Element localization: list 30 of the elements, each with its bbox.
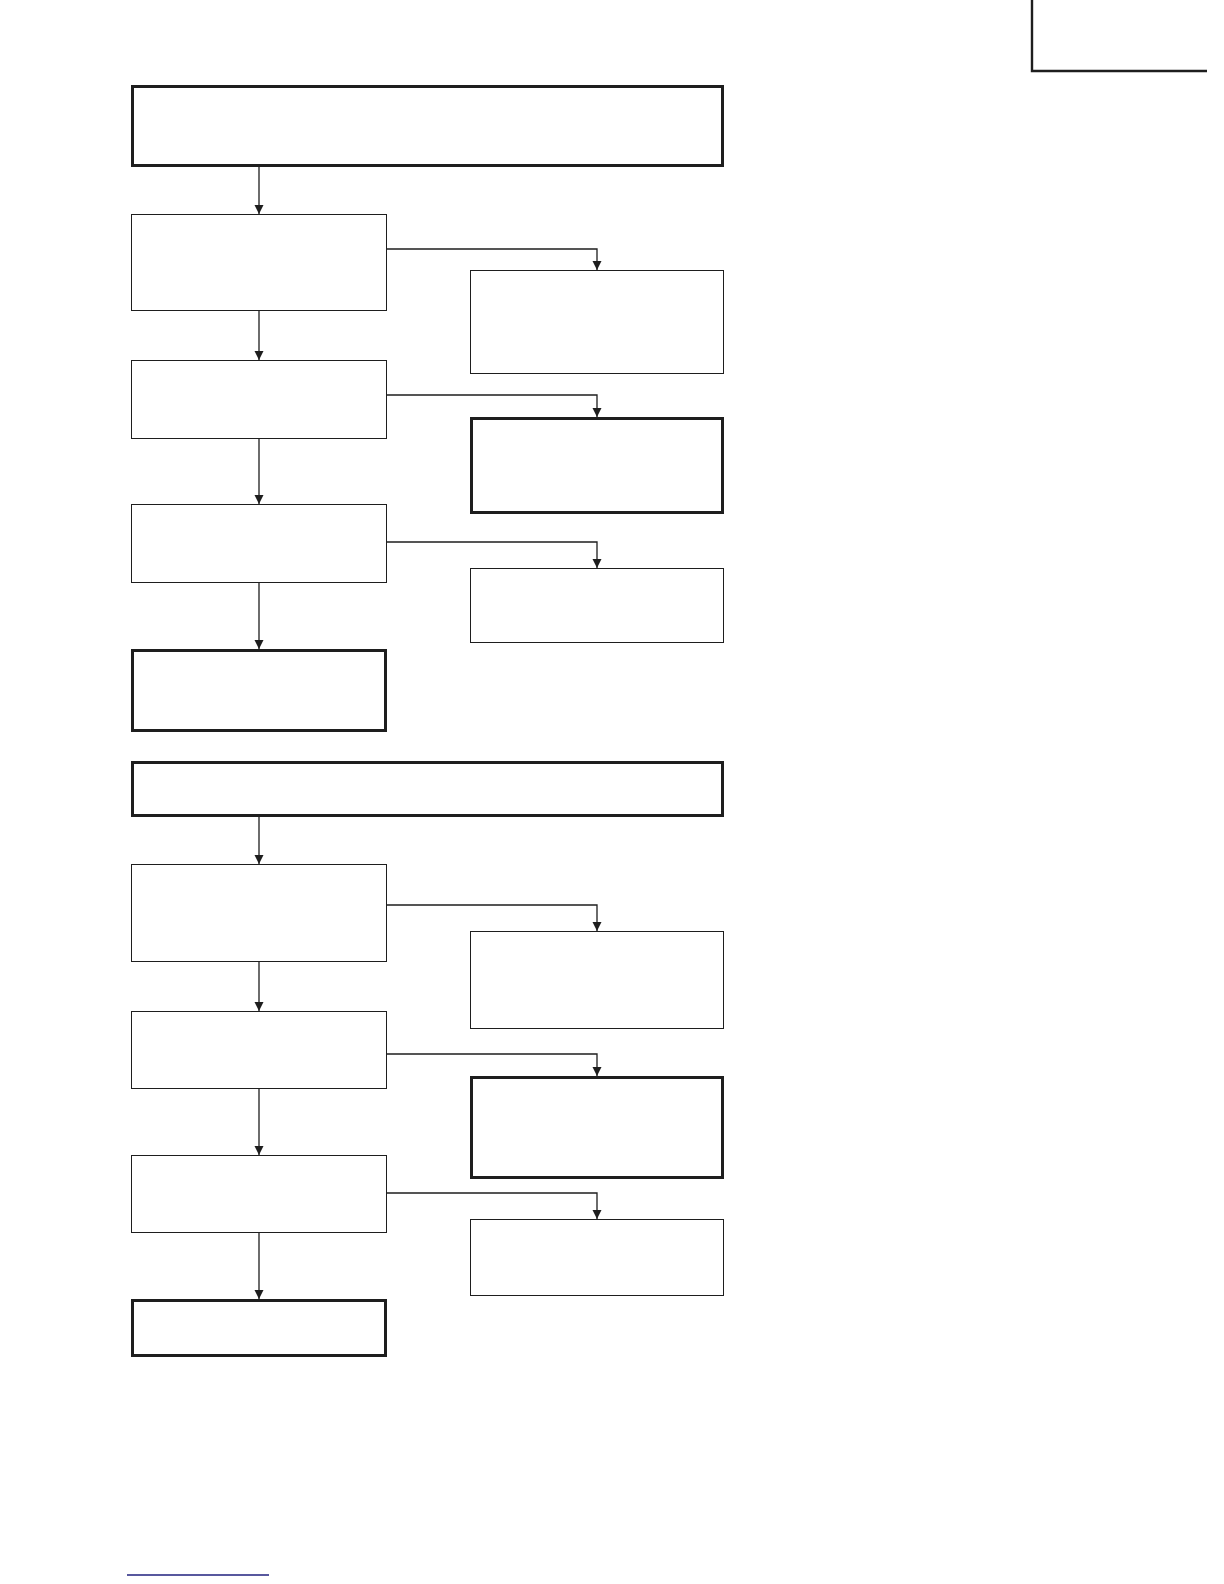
arrow bbox=[254, 1088, 264, 1156]
process-box bbox=[131, 649, 387, 732]
process-box bbox=[131, 504, 387, 583]
process-box bbox=[131, 1011, 387, 1089]
arrow bbox=[254, 438, 264, 505]
process-box bbox=[131, 1299, 387, 1357]
process-box bbox=[470, 270, 724, 374]
process-box bbox=[131, 1155, 387, 1233]
arrow bbox=[254, 582, 264, 650]
process-box bbox=[131, 214, 387, 311]
process-box bbox=[131, 85, 724, 167]
arrow bbox=[386, 541, 602, 569]
process-box bbox=[470, 931, 724, 1029]
process-box bbox=[470, 417, 724, 514]
process-box bbox=[131, 761, 724, 817]
process-box bbox=[470, 1219, 724, 1296]
arrow bbox=[254, 166, 264, 215]
arrow bbox=[386, 1192, 602, 1220]
process-box bbox=[470, 568, 724, 643]
arrow bbox=[386, 1053, 602, 1077]
process-box bbox=[131, 360, 387, 439]
process-box bbox=[470, 1076, 724, 1179]
process-box bbox=[131, 864, 387, 962]
arrow bbox=[254, 816, 264, 865]
arrow bbox=[254, 961, 264, 1012]
arrow bbox=[386, 248, 602, 271]
arrow bbox=[254, 1232, 264, 1300]
arrow bbox=[386, 904, 602, 932]
arrow bbox=[386, 394, 602, 418]
arrow bbox=[254, 310, 264, 361]
